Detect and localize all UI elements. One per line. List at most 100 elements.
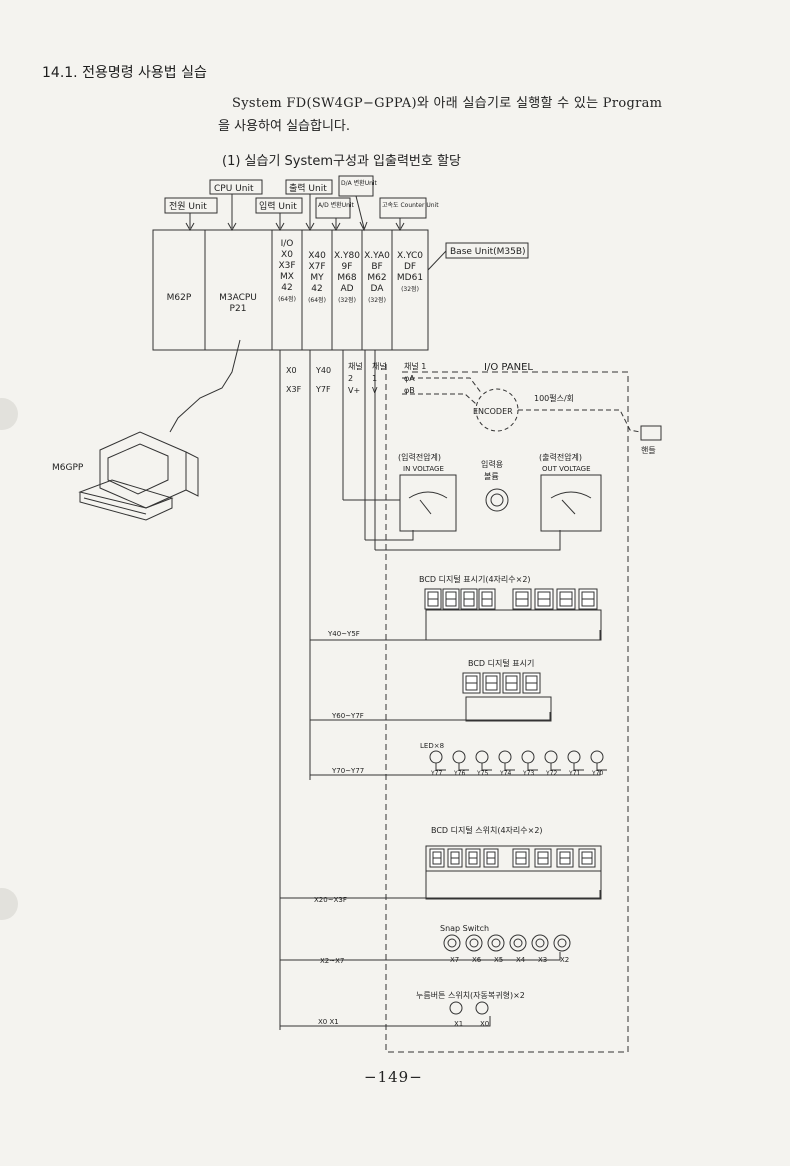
phase-a: φA bbox=[404, 374, 415, 383]
ch1-number: 1 bbox=[372, 374, 377, 383]
snap-switch-tag: X5 bbox=[494, 956, 503, 964]
x0-x1-label: X0 X1 bbox=[318, 1018, 339, 1026]
base-unit-label-box bbox=[445, 242, 529, 259]
module-6-text: DA bbox=[371, 284, 385, 294]
ad-unit-label: A/D 변환Unit bbox=[318, 201, 355, 209]
m6gpp-label: M6GPP bbox=[52, 463, 84, 473]
module-5-text: (32점) bbox=[338, 297, 356, 304]
push-button[interactable] bbox=[475, 1001, 489, 1015]
led-tag: Y72 bbox=[545, 770, 557, 777]
module-3-text: MX bbox=[280, 272, 294, 282]
module-7-text: (32점) bbox=[401, 286, 419, 293]
push-button-tag: X0 bbox=[480, 1020, 489, 1028]
pulse-label: 100펄스/회 bbox=[534, 393, 574, 403]
snap-switch[interactable] bbox=[443, 934, 461, 952]
page-number: −149− bbox=[364, 1068, 423, 1086]
ch2-number: 2 bbox=[348, 374, 353, 383]
module-4-text: X40 bbox=[308, 251, 326, 261]
led-label: LED×8 bbox=[420, 742, 444, 750]
power-unit-label-box bbox=[164, 197, 218, 214]
output-unit-label-box bbox=[285, 179, 333, 195]
y60-y7f-label: Y60~Y7F bbox=[331, 712, 364, 720]
input-unit-label-box bbox=[255, 197, 303, 214]
counter-unit-label: 고속도 Counter Unit bbox=[382, 201, 439, 209]
snap-switch-tag: X6 bbox=[472, 956, 482, 964]
push-button-tag: X1 bbox=[454, 1020, 463, 1028]
bcd-switch-label: BCD 디지털 스위치(4자리수×2) bbox=[431, 825, 543, 835]
encoder-label: ENCODER bbox=[473, 407, 513, 416]
ch2-label: 채널 bbox=[348, 361, 363, 371]
da-unit-label: D/A 변환Unit bbox=[341, 179, 378, 187]
led-tag: Y71 bbox=[568, 770, 580, 777]
led-tag: Y70 bbox=[591, 770, 603, 777]
module-4-text: X7F bbox=[308, 262, 325, 272]
snap-switch-tag: X7 bbox=[450, 956, 459, 964]
snap-switch[interactable] bbox=[531, 934, 549, 952]
input-voltmeter bbox=[399, 474, 457, 532]
module-3-text: 42 bbox=[281, 283, 292, 293]
x2-x7-label: X2~X7 bbox=[320, 957, 344, 965]
y7f-signal: Y7F bbox=[315, 385, 331, 394]
io-panel-label: I/O PANEL bbox=[484, 362, 533, 373]
intro-text-line2: 을 사용하여 실습합니다. bbox=[218, 119, 350, 134]
push-button-label: 누름버튼 스위치(자동복귀형)×2 bbox=[416, 990, 525, 1000]
snap-switch-tag: X3 bbox=[538, 956, 547, 964]
snap-switch[interactable] bbox=[553, 934, 571, 952]
handle-knob[interactable] bbox=[640, 425, 662, 441]
binder-hole bbox=[0, 398, 18, 430]
snap-switch[interactable] bbox=[465, 934, 483, 952]
module-7-text: X.YC0 bbox=[397, 251, 423, 261]
led-indicator bbox=[475, 750, 489, 764]
module-4-text: MY bbox=[310, 273, 324, 283]
cpu-unit-label: CPU Unit bbox=[214, 184, 254, 194]
binder-hole bbox=[0, 888, 18, 920]
bcd-display-8-label: BCD 디지털 표시기(4자리수×2) bbox=[419, 574, 531, 584]
power-unit-label: 전원 Unit bbox=[169, 201, 207, 212]
led-indicator bbox=[567, 750, 581, 764]
x3f-signal: X3F bbox=[286, 385, 302, 394]
cpu-unit-label-box bbox=[209, 179, 263, 195]
module-6-text: BF bbox=[371, 262, 382, 272]
x20-x3f-label: X20~X3F bbox=[314, 896, 347, 904]
bcd-display-4-label: BCD 디지털 표시기 bbox=[468, 658, 534, 668]
y70-y77-label: Y70~Y77 bbox=[331, 767, 364, 775]
handle-label: 핸들 bbox=[641, 445, 656, 455]
x0-signal: X0 bbox=[286, 366, 297, 375]
base-unit-label: Base Unit(M35B) bbox=[450, 247, 526, 257]
module-5-text: M68 bbox=[337, 273, 356, 283]
module-3-text: (64점) bbox=[278, 296, 296, 303]
snap-switch[interactable] bbox=[509, 934, 527, 952]
knob-label-1: 입력용 bbox=[481, 459, 503, 469]
out-meter-subtitle: OUT VOLTAGE bbox=[542, 465, 591, 473]
out-meter-title: (출력전압계) bbox=[539, 452, 582, 462]
input-volume-knob[interactable] bbox=[485, 488, 509, 512]
ch1-signal: V bbox=[372, 386, 378, 395]
plc-base-rack bbox=[152, 229, 429, 351]
module-7-text: DF bbox=[404, 262, 416, 272]
snap-switch-tag: X2 bbox=[560, 956, 569, 964]
module-4-text: 42 bbox=[311, 284, 322, 294]
module-3-text: X0 bbox=[281, 250, 293, 260]
y40-signal: Y40 bbox=[315, 366, 331, 375]
m6gpp-terminal bbox=[78, 431, 199, 521]
output-unit-label: 출력 Unit bbox=[289, 182, 327, 194]
snap-switch[interactable] bbox=[487, 934, 505, 952]
ch2-signal: V+ bbox=[348, 386, 360, 395]
intro-text-line1: System FD(SW4GP−GPPA)와 아래 실습기로 실행할 수 있는 … bbox=[232, 96, 663, 111]
led-indicator bbox=[590, 750, 604, 764]
snap-switch-tag: X4 bbox=[516, 956, 526, 964]
input-unit-label: 입력 Unit bbox=[259, 200, 297, 212]
push-button[interactable] bbox=[449, 1001, 463, 1015]
in-meter-title: (입력전압계) bbox=[398, 452, 441, 462]
section-heading: 14.1. 전용명령 사용법 실습 bbox=[42, 65, 207, 81]
led-indicator bbox=[429, 750, 443, 764]
module-6-text: X.YA0 bbox=[364, 251, 390, 261]
counter-unit-label-box bbox=[379, 197, 427, 219]
output-voltmeter bbox=[540, 474, 602, 532]
ch1b-label: 채널 1 bbox=[404, 361, 426, 371]
led-tag: Y74 bbox=[499, 770, 511, 777]
module-7-text: MD61 bbox=[397, 273, 423, 283]
led-indicator bbox=[544, 750, 558, 764]
